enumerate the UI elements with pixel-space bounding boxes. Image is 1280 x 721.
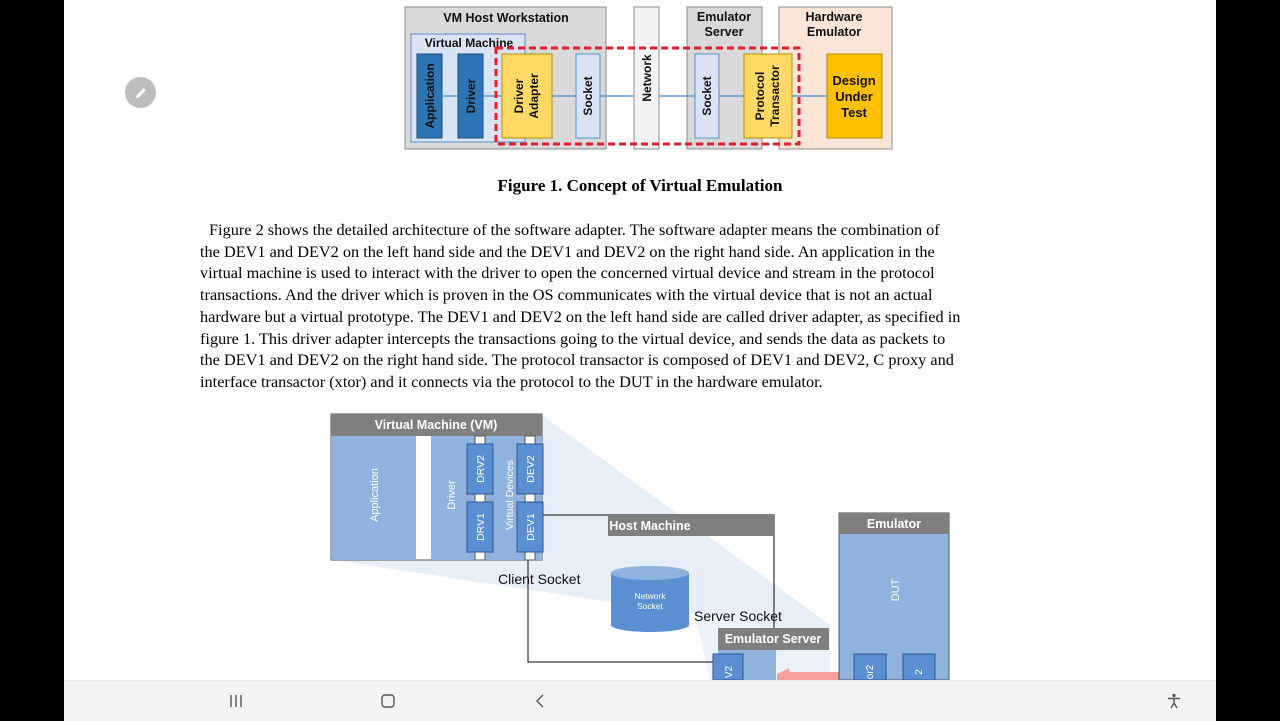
network-block xyxy=(633,6,660,150)
dev1-label: DEV1 xyxy=(525,513,537,541)
recent-apps-icon xyxy=(230,695,242,707)
emulator-server-header xyxy=(718,628,829,650)
back-icon xyxy=(536,694,544,708)
server-socket-label: Server Socket xyxy=(694,608,782,624)
hardware-emulator-title-1: Hardware xyxy=(806,10,863,24)
dut-label: DUT xyxy=(890,578,902,601)
figure-2-diagram: Host Machine Virtual Machine (VM) Applic… xyxy=(330,413,950,680)
svg-text:Transactor: Transactor xyxy=(768,65,782,127)
socket-right-block xyxy=(694,53,720,139)
virtual-devices-label: Virtual Devices xyxy=(504,460,516,530)
dut-label-1: Design xyxy=(832,73,875,88)
drv2-block xyxy=(466,443,494,495)
host-machine-title: Host Machine xyxy=(609,519,690,533)
emulator-server-title: Emulator Server xyxy=(725,632,822,646)
vm-title: Virtual Machine (VM) xyxy=(375,418,498,432)
driver-adapter-label-1: Driver xyxy=(512,78,526,113)
system-navigation-bar xyxy=(64,680,1216,721)
projection-shadow xyxy=(332,415,830,635)
emulator-header xyxy=(839,513,949,534)
driver-panel-label: Driver xyxy=(446,480,458,510)
paragraph-line: the DEV1 and DEV2 on the left hand side … xyxy=(200,241,935,261)
network-socket-label-2: Socket xyxy=(637,601,664,611)
emulator-server-title-2: Server xyxy=(705,25,744,39)
dev2-block xyxy=(516,443,544,495)
application-panel-label: Application xyxy=(369,468,381,522)
figure-1-caption: Figure 1. Concept of Virtual Emulation xyxy=(497,176,783,195)
socket-left-label: Socket xyxy=(581,76,595,115)
driver-label: Driver xyxy=(464,78,478,113)
paragraph-line: hardware but a virtual prototype. The DE… xyxy=(200,306,961,326)
application-panel xyxy=(332,436,416,560)
home-button[interactable] xyxy=(373,689,403,713)
emulator-title: Emulator xyxy=(867,517,921,531)
drv1-block xyxy=(466,501,494,553)
figure-1-diagram: VM Host Workstation Virtual Machine Appl… xyxy=(404,6,893,150)
home-icon xyxy=(381,694,395,708)
hardware-emulator-title-2: Emulator xyxy=(807,25,861,39)
accessibility-icon xyxy=(1168,693,1180,709)
pencil-icon xyxy=(135,87,146,98)
application-label: Application xyxy=(423,63,437,128)
network-socket-cylinder xyxy=(611,566,689,632)
document-page: VM Host Workstation Virtual Machine Appl… xyxy=(64,0,1216,720)
vm-host-workstation-title: VM Host Workstation xyxy=(443,11,568,25)
cut-label-left: V2 xyxy=(724,665,735,678)
paragraph-line: transactions. And the driver which is pr… xyxy=(200,285,933,305)
dut-label-2: Under xyxy=(835,89,873,104)
paragraph-line: virtual machine is used to interact with… xyxy=(200,263,935,283)
paragraph-line: the DEV1 and DEV2 on the right hand side… xyxy=(200,350,954,370)
paragraph-line: interface transactor (xtor) and it conne… xyxy=(200,371,823,391)
cut-block-right xyxy=(902,653,936,680)
accessibility-button[interactable] xyxy=(1159,689,1189,713)
network-socket-label-1: Network xyxy=(634,591,666,601)
paragraph-line: Figure 2 shows the detailed architecture… xyxy=(209,220,940,239)
socket-left-block xyxy=(575,53,601,139)
drv2-label: DRV2 xyxy=(475,455,487,483)
back-button[interactable] xyxy=(526,689,556,713)
cut-block-mid xyxy=(853,653,887,680)
driver-adapter-block xyxy=(501,53,553,139)
dev2-label: DEV2 xyxy=(525,455,537,483)
body-paragraph: Figure 2 shows the detailed architecture… xyxy=(200,219,1090,393)
paragraph-line: figure 1. This driver adapter intercepts… xyxy=(200,328,946,348)
cut-label-mid: or2 xyxy=(865,664,876,679)
socket-right-label: Socket xyxy=(700,76,714,115)
emulator-server-title-1: Emulator xyxy=(697,10,751,24)
cut-label-right: 2 xyxy=(914,669,925,675)
drv1-label: DRV1 xyxy=(475,513,487,541)
host-machine-header xyxy=(608,515,774,536)
protocol-arrow xyxy=(777,668,855,680)
dev1-block xyxy=(516,501,544,553)
adapter-dashed-outline xyxy=(494,46,801,146)
recent-apps-button[interactable] xyxy=(221,689,251,713)
virtual-machine-label: Virtual Machine xyxy=(425,36,514,50)
edit-button[interactable] xyxy=(125,77,156,108)
cut-block-left xyxy=(712,653,744,680)
client-socket-label: Client Socket xyxy=(498,571,581,587)
vm-header xyxy=(331,414,542,436)
svg-text:Protocol: Protocol xyxy=(753,72,767,121)
dut-label-3: Test xyxy=(841,105,867,120)
driver-adapter-label-2: Adapter xyxy=(527,73,541,119)
network-label: Network xyxy=(640,54,654,102)
